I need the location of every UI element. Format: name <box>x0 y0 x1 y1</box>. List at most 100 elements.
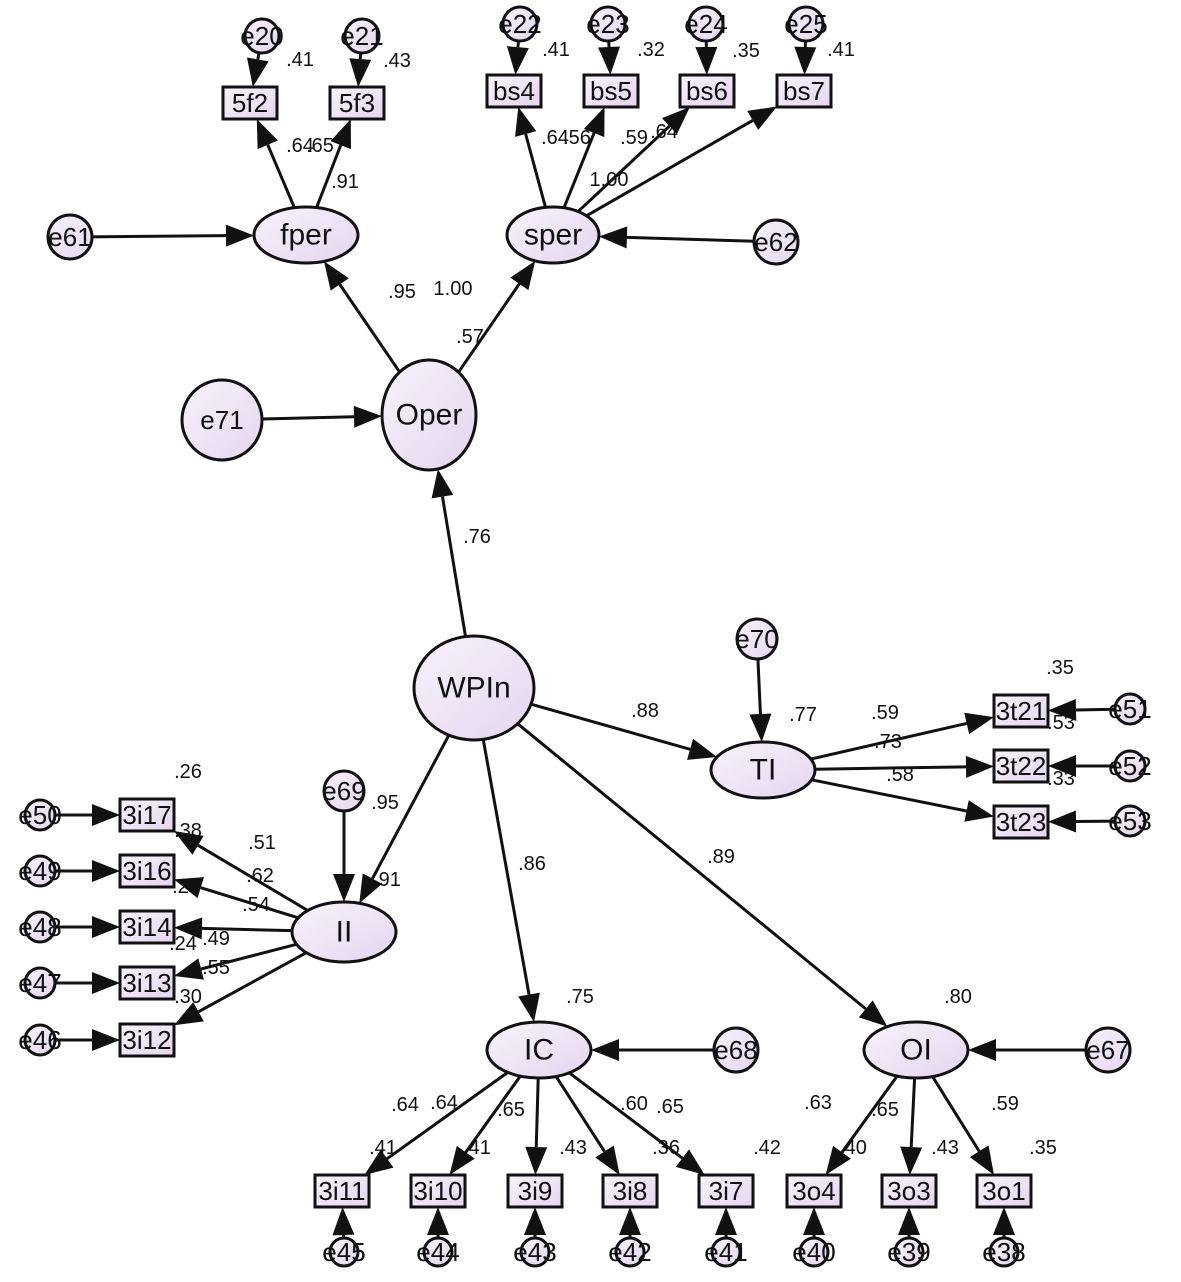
latent-node-OI[interactable]: OI <box>862 1020 970 1080</box>
observed-node-3o3[interactable]: 3o3 <box>880 1173 938 1209</box>
error-node-e50[interactable]: e50 <box>18 798 62 832</box>
path-coefficient-sper-bs5: .56 <box>563 127 591 149</box>
error-node-e45[interactable]: e45 <box>322 1236 366 1268</box>
latent-node-II[interactable]: II <box>290 900 398 964</box>
path-arrow-OI-3o3 <box>900 1077 923 1175</box>
error-arrow-e38 <box>993 1207 1015 1238</box>
error-node-e61[interactable]: e61 <box>46 213 94 261</box>
error-node-e39[interactable]: e39 <box>887 1236 931 1268</box>
r-squared-3t22: .53 <box>1047 712 1075 734</box>
observed-node-3i9[interactable]: 3i9 <box>506 1173 564 1209</box>
observed-label: 3i13 <box>122 968 171 998</box>
observed-node-3i13[interactable]: 3i13 <box>118 965 176 1001</box>
error-node-e51[interactable]: e51 <box>1108 692 1152 726</box>
observed-label: 3i16 <box>122 856 171 886</box>
path-coefficient-sper-bs4: .64 <box>541 127 569 149</box>
error-node-e43[interactable]: e43 <box>513 1236 557 1268</box>
error-label: e45 <box>322 1237 365 1267</box>
error-label: e42 <box>608 1237 651 1267</box>
error-label: e53 <box>1108 806 1151 836</box>
error-node-e41[interactable]: e41 <box>704 1236 748 1268</box>
r-squared-3i8: .36 <box>652 1137 680 1159</box>
observed-label: 3i14 <box>122 912 171 942</box>
observed-node-3o4[interactable]: 3o4 <box>785 1173 843 1209</box>
observed-node-5f3[interactable]: 5f3 <box>328 85 386 121</box>
error-node-e38[interactable]: e38 <box>982 1236 1026 1268</box>
observed-node-3i8[interactable]: 3i8 <box>601 1173 659 1209</box>
error-node-e21[interactable]: e21 <box>340 17 384 55</box>
error-arrow-e21 <box>349 52 372 87</box>
error-node-e22[interactable]: e22 <box>498 5 542 43</box>
error-node-e70[interactable]: e70 <box>735 617 779 661</box>
error-node-e49[interactable]: e49 <box>18 854 62 888</box>
error-node-e42[interactable]: e42 <box>608 1236 652 1268</box>
observed-node-5f2[interactable]: 5f2 <box>221 85 279 121</box>
error-node-e46[interactable]: e46 <box>18 1023 62 1057</box>
error-node-e62[interactable]: e62 <box>752 218 800 266</box>
error-label: e71 <box>200 405 243 435</box>
error-arrow-e43 <box>524 1207 546 1238</box>
observed-node-3t23[interactable]: 3t23 <box>992 804 1050 840</box>
error-label: e68 <box>714 1035 757 1065</box>
observed-label: 3t22 <box>996 751 1047 781</box>
error-label: e47 <box>18 968 61 998</box>
observed-node-3i7[interactable]: 3i7 <box>697 1173 755 1209</box>
observed-label: 3o3 <box>887 1176 930 1206</box>
path-arrow-OI-3o1 <box>931 1075 995 1175</box>
observed-label: 3i8 <box>613 1176 648 1206</box>
error-node-e52[interactable]: e52 <box>1108 749 1152 783</box>
latent-node-WPIn[interactable]: WPIn <box>412 634 536 742</box>
path-arrow-II-3i16 <box>174 877 299 920</box>
path-arrow-fper-5f3 <box>315 119 351 209</box>
path-arrow-IC-3i10 <box>449 1075 522 1175</box>
latent-node-Oper[interactable]: Oper <box>380 358 478 472</box>
path-arrow-TI-3t23 <box>811 778 994 822</box>
error-label: e46 <box>18 1025 61 1055</box>
latent-node-IC[interactable]: IC <box>485 1020 593 1080</box>
path-coefficient-II-3i16: .62 <box>246 865 274 887</box>
observed-node-3i16[interactable]: 3i16 <box>118 853 176 889</box>
r-squared-bs5: .32 <box>637 39 665 61</box>
error-label: e22 <box>498 9 541 39</box>
error-node-e48[interactable]: e48 <box>18 910 62 944</box>
error-node-e25[interactable]: e25 <box>784 5 828 43</box>
error-node-e68[interactable]: e68 <box>712 1026 760 1074</box>
r-squared-fper: .91 <box>331 171 359 193</box>
r-squared-3t23: .33 <box>1047 768 1075 790</box>
latent-node-fper[interactable]: fper <box>252 205 360 265</box>
observed-label: 3o1 <box>982 1176 1025 1206</box>
error-node-e23[interactable]: e23 <box>586 5 630 43</box>
error-node-e40[interactable]: e40 <box>792 1236 836 1268</box>
observed-node-bs4[interactable]: bs4 <box>485 73 543 109</box>
path-arrow-IC-3i9 <box>525 1077 548 1175</box>
error-arrow-e48 <box>55 916 120 938</box>
observed-node-3i10[interactable]: 3i10 <box>409 1173 467 1209</box>
error-node-e24[interactable]: e24 <box>684 5 728 43</box>
observed-node-3i12[interactable]: 3i12 <box>118 1022 176 1058</box>
error-node-e53[interactable]: e53 <box>1108 804 1152 838</box>
error-node-e71[interactable]: e71 <box>180 378 264 462</box>
latent-node-sper[interactable]: sper <box>505 205 601 265</box>
error-node-e20[interactable]: e20 <box>240 17 284 55</box>
latent-node-TI[interactable]: TI <box>709 740 817 800</box>
observed-node-3o1[interactable]: 3o1 <box>975 1173 1033 1209</box>
error-node-e69[interactable]: e69 <box>322 769 366 813</box>
error-label: e39 <box>887 1237 930 1267</box>
observed-node-3i11[interactable]: 3i11 <box>313 1173 371 1209</box>
r-squared-bs7: .41 <box>827 39 855 61</box>
observed-node-bs5[interactable]: bs5 <box>582 73 640 109</box>
error-node-e67[interactable]: e67 <box>1084 1026 1132 1074</box>
observed-node-3i17[interactable]: 3i17 <box>118 797 176 833</box>
error-label: e52 <box>1108 751 1151 781</box>
error-label: e41 <box>704 1237 747 1267</box>
path-coefficient-OI-3o4: .63 <box>804 1092 832 1114</box>
error-node-e47[interactable]: e47 <box>18 966 62 1000</box>
observed-node-3t22[interactable]: 3t22 <box>992 748 1050 784</box>
observed-node-bs6[interactable]: bs6 <box>678 73 736 109</box>
error-node-e44[interactable]: e44 <box>416 1236 460 1268</box>
error-label: e49 <box>18 856 61 886</box>
observed-node-bs7[interactable]: bs7 <box>775 73 833 109</box>
observed-node-3i14[interactable]: 3i14 <box>118 909 176 945</box>
observed-node-3t21[interactable]: 3t21 <box>992 693 1050 729</box>
path-arrow-TI-3t22 <box>814 755 994 778</box>
